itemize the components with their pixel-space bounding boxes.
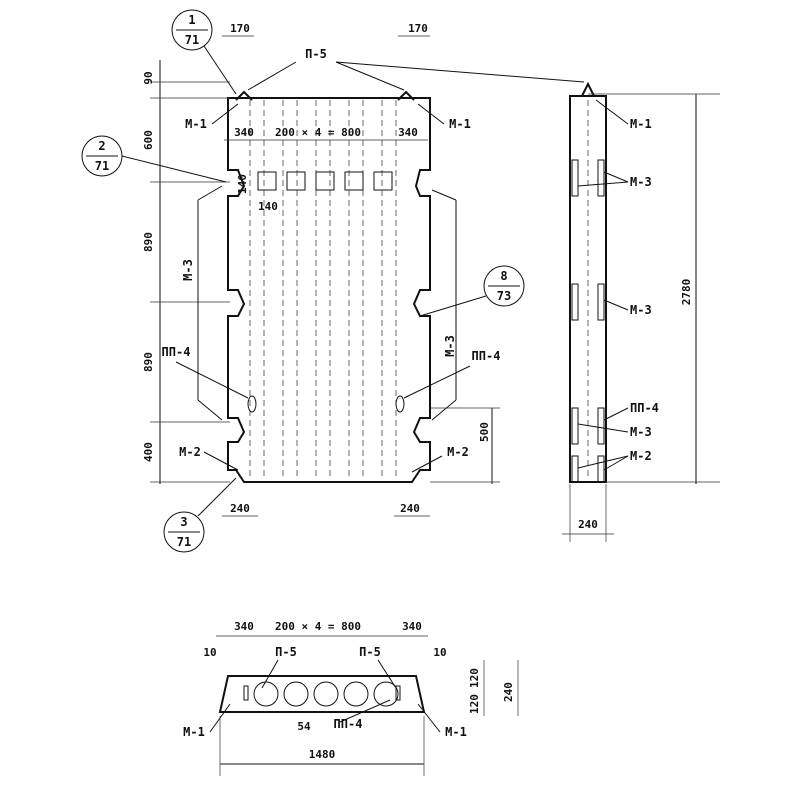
plan-dim-120a: 120 xyxy=(468,668,481,688)
dim-170-right: 170 xyxy=(408,22,428,35)
label-pp4-front-left: ПП-4 xyxy=(162,345,191,359)
svg-text:73: 73 xyxy=(497,289,511,303)
plan-dim-240: 240 xyxy=(502,682,515,702)
dim-left-600: 600 xyxy=(142,130,155,150)
plan-dim-54: 54 xyxy=(297,720,311,733)
dim-140-vert: 140 xyxy=(236,174,249,194)
label-m3-front-left: М-3 xyxy=(181,259,195,281)
top-dims: 170 170 340 200 × 4 = 800 340 140 140 xyxy=(222,22,430,213)
callout-1: 1 71 xyxy=(171,9,237,95)
dim-bottom-240-left: 240 xyxy=(230,502,250,515)
label-m3-side-low: М-3 xyxy=(630,425,652,439)
svg-text:8: 8 xyxy=(500,269,507,283)
label-m1-side: М-1 xyxy=(630,117,652,131)
plan-dim-340-left: 340 xyxy=(234,620,254,633)
plan-dim-holes: 200 × 4 = 800 xyxy=(275,620,361,633)
pp4-loop-right xyxy=(395,395,405,413)
opening-row xyxy=(257,171,393,191)
label-m2-front-right: М-2 xyxy=(447,445,469,459)
dim-340-left: 340 xyxy=(234,126,254,139)
callout-3: 3 71 xyxy=(163,477,237,553)
label-p5: П-5 xyxy=(305,47,327,61)
svg-text:2: 2 xyxy=(98,139,105,153)
callout-8: 8 73 xyxy=(419,265,525,317)
label-m2-front-left: М-2 xyxy=(179,445,201,459)
plan-dim-120b: 120 xyxy=(468,694,481,714)
label-m3-side-mid: М-3 xyxy=(630,303,652,317)
plan-dim-340-right: 340 xyxy=(402,620,422,633)
label-pp4-side: ПП-4 xyxy=(630,401,659,415)
dim-170-left: 170 xyxy=(230,22,250,35)
plan-view: 340 200 × 4 = 800 340 10 10 П-5 П-5 120 … xyxy=(183,620,519,776)
lifting-loop-right xyxy=(397,90,415,101)
svg-text:71: 71 xyxy=(95,159,109,173)
plan-dim-10-left: 10 xyxy=(203,646,216,659)
plan-dim-10-right: 10 xyxy=(433,646,446,659)
dim-140-horiz: 140 xyxy=(258,200,278,213)
svg-text:71: 71 xyxy=(177,535,191,549)
pp4-loop-left xyxy=(247,395,257,413)
front-panel-outline xyxy=(227,97,431,483)
dim-bottom-240-right: 240 xyxy=(400,502,420,515)
lifting-loop-left xyxy=(235,90,253,101)
dim-side-240: 240 xyxy=(578,518,598,531)
left-dim-chain: 90 600 890 890 400 xyxy=(142,60,230,484)
plan-dim-1480: 1480 xyxy=(309,748,336,761)
dim-side-2780: 2780 xyxy=(680,279,693,306)
svg-text:1: 1 xyxy=(188,13,195,27)
dim-340-right: 340 xyxy=(398,126,418,139)
svg-text:71: 71 xyxy=(185,33,199,47)
plan-label-m1-right: М-1 xyxy=(445,725,467,739)
plan-label-p5-right: П-5 xyxy=(359,645,381,659)
dim-left-400: 400 xyxy=(142,442,155,462)
label-m1-front-left: М-1 xyxy=(185,117,207,131)
dim-left-890b: 890 xyxy=(142,352,155,372)
label-m3-front-right: М-3 xyxy=(443,335,457,357)
label-m3-side-top: М-3 xyxy=(630,175,652,189)
plan-outline xyxy=(218,675,426,713)
dim-500: 500 xyxy=(478,422,491,442)
core-lines xyxy=(249,100,397,480)
plan-label-m1-left: М-1 xyxy=(183,725,205,739)
plan-label-pp4: ПП-4 xyxy=(334,717,363,731)
dim-holes: 200 × 4 = 800 xyxy=(275,126,361,139)
label-pp4-front-right: ПП-4 xyxy=(472,349,501,363)
plan-label-p5-left: П-5 xyxy=(275,645,297,659)
label-m1-front-right: М-1 xyxy=(449,117,471,131)
callout-2: 2 71 xyxy=(81,135,227,183)
front-view: 90 600 890 890 400 170 170 340 200 × 4 =… xyxy=(81,9,585,553)
side-panel-outline xyxy=(569,95,607,483)
dim-left-90: 90 xyxy=(142,71,155,84)
side-view: М-1 М-3 М-3 ПП-4 М-3 М-2 2780 240 xyxy=(562,81,720,542)
svg-text:3: 3 xyxy=(180,515,187,529)
dim-left-890a: 890 xyxy=(142,232,155,252)
label-m2-side: М-2 xyxy=(630,449,652,463)
